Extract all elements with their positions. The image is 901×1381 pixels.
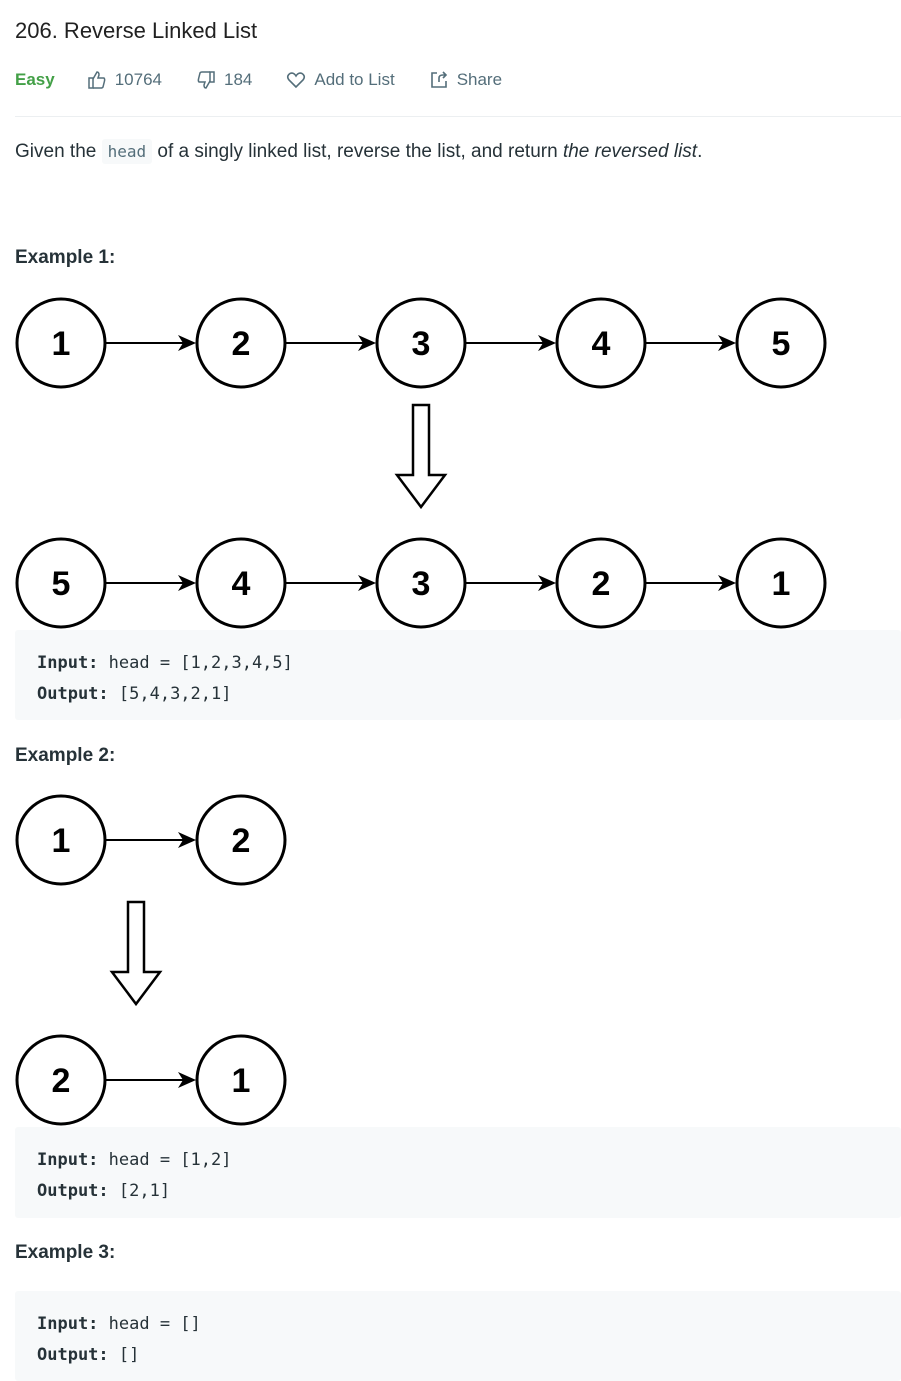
- arrow-head: [178, 575, 196, 591]
- add-to-list-label: Add to List: [314, 70, 395, 89]
- node-value: 2: [232, 325, 251, 363]
- output-value: [5,4,3,2,1]: [108, 684, 232, 704]
- example-3-code: Input: head = [] Output: []: [15, 1291, 901, 1381]
- down-arrow-icon: [394, 403, 448, 510]
- list-node: [735, 537, 827, 629]
- divider: [15, 116, 901, 117]
- desc-text: Given the: [15, 141, 102, 162]
- node-value: 2: [232, 822, 251, 860]
- input-value: head = [1,2,3,4,5]: [98, 653, 293, 673]
- list-node: [195, 537, 287, 629]
- example-2-diagram: 1 2 2 1: [15, 794, 287, 1126]
- dislike-button[interactable]: 184: [196, 70, 252, 90]
- node-value: 1: [772, 565, 791, 603]
- node-value: 1: [232, 1062, 251, 1100]
- problem-meta: Easy 10764 184 Add to List Share: [15, 66, 536, 94]
- desc-text: of a singly linked list, reverse the lis…: [152, 141, 563, 162]
- input-value: head = []: [98, 1314, 201, 1334]
- page-title: 206. Reverse Linked List: [15, 18, 258, 43]
- arrow-head: [538, 335, 556, 351]
- list-node: [195, 1034, 287, 1126]
- example-1-heading: Example 1:: [15, 247, 116, 268]
- input-label: Input:: [37, 1150, 99, 1170]
- arrow-head: [358, 335, 376, 351]
- node-value: 1: [52, 822, 71, 860]
- inline-code: head: [101, 139, 153, 164]
- list-node: [15, 537, 107, 629]
- thumbs-up-icon: [87, 71, 106, 89]
- desc-emphasis: the reversed list: [562, 141, 698, 162]
- output-label: Output:: [37, 684, 109, 704]
- example-2-code: Input: head = [1,2] Output: [2,1]: [15, 1127, 901, 1218]
- node-value: 4: [232, 565, 251, 603]
- list-node: [195, 794, 287, 886]
- arrow-head: [178, 832, 196, 848]
- desc-text: .: [697, 141, 703, 162]
- arrow-head: [718, 575, 736, 591]
- list-node: [15, 1034, 107, 1126]
- node-value: 3: [412, 325, 431, 363]
- thumbs-down-icon: [197, 71, 215, 89]
- dislike-count: 184: [223, 70, 253, 89]
- list-node: [375, 297, 467, 389]
- arrow-head: [718, 335, 736, 351]
- node-value: 1: [52, 325, 71, 363]
- node-value: 4: [592, 325, 611, 363]
- node-value: 5: [52, 565, 71, 603]
- output-label: Output:: [37, 1345, 109, 1365]
- like-count: 10764: [114, 70, 162, 89]
- share-icon: [430, 71, 447, 88]
- example-1-code: Input: head = [1,2,3,4,5] Output: [5,4,3…: [15, 630, 901, 720]
- list-node: [735, 297, 827, 389]
- heart-icon: [287, 72, 306, 89]
- list-node: [555, 537, 647, 629]
- output-label: Output:: [37, 1181, 109, 1201]
- arrow-head: [178, 335, 196, 351]
- arrow-head: [358, 575, 376, 591]
- list-node: [375, 537, 467, 629]
- node-value: 5: [772, 325, 791, 363]
- input-label: Input:: [37, 1314, 99, 1334]
- list-node: [555, 297, 647, 389]
- like-button[interactable]: 10764: [87, 70, 162, 90]
- share-label: Share: [456, 70, 503, 89]
- list-node: [195, 297, 287, 389]
- list-node: [15, 794, 107, 886]
- down-arrow-icon: [109, 900, 163, 1007]
- add-to-list-button[interactable]: Add to List: [286, 70, 395, 90]
- list-node: [15, 297, 107, 389]
- node-value: 3: [412, 565, 431, 603]
- input-label: Input:: [37, 653, 99, 673]
- share-button[interactable]: Share: [429, 70, 502, 90]
- arrow-head: [178, 1072, 196, 1088]
- node-value: 2: [52, 1062, 71, 1100]
- input-value: head = [1,2]: [98, 1150, 232, 1170]
- output-value: []: [108, 1345, 140, 1365]
- example-3-heading: Example 3:: [15, 1242, 116, 1263]
- difficulty-badge: Easy: [15, 70, 55, 89]
- example-2-heading: Example 2:: [15, 745, 116, 766]
- output-value: [2,1]: [108, 1181, 171, 1201]
- node-value: 2: [592, 565, 611, 603]
- arrow-head: [538, 575, 556, 591]
- example-1-diagram: 1 2 3 4 5 5 4 3 2 1: [15, 297, 827, 629]
- problem-description: Given the head of a singly linked list, …: [15, 139, 703, 164]
